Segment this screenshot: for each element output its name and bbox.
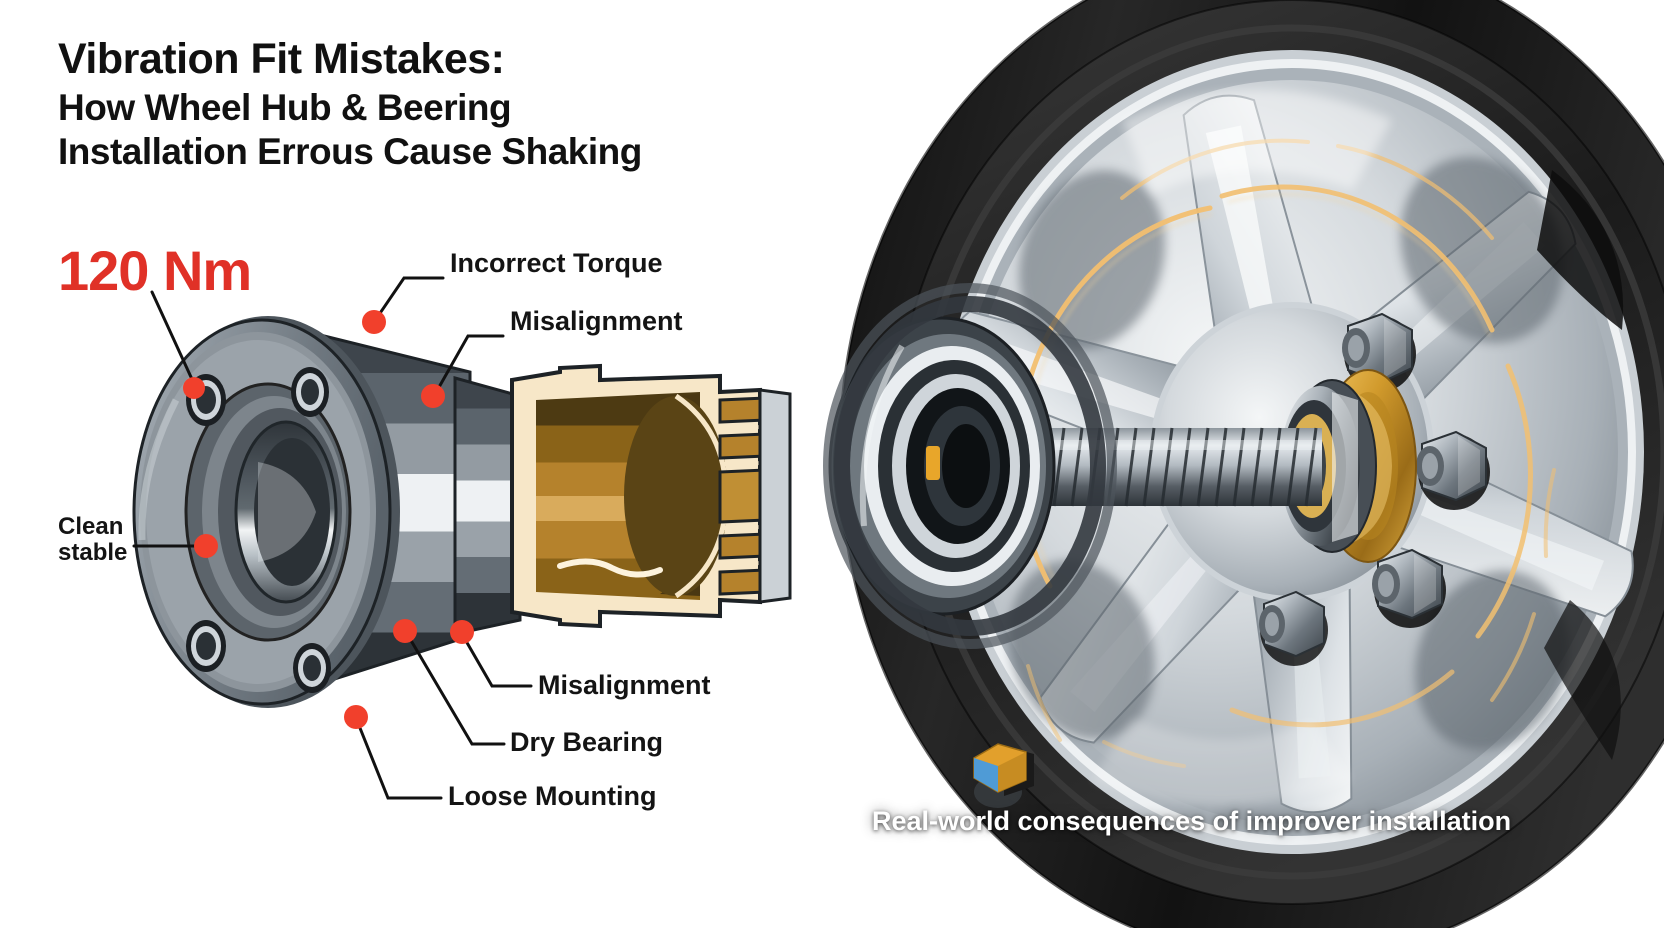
torque-value: 120 Nm <box>58 239 252 302</box>
photo-caption: Real-world consequences of improver inst… <box>872 806 1512 836</box>
callout-clean-stable: Clean stable <box>58 513 128 566</box>
marker-misalignment-top <box>421 384 445 408</box>
marker-torque <box>183 377 205 399</box>
marker-incorrect-torque <box>362 310 386 334</box>
threaded-axle-shaft <box>1022 427 1322 507</box>
bearing-outer-collar <box>823 283 1117 649</box>
title-line-3: Installation Errous Cause Shaking <box>58 131 642 172</box>
page-title: Vibration Fit Mistakes: How Wheel Hub & … <box>58 35 758 172</box>
diagram-panel: Vibration Fit Mistakes: How Wheel Hub & … <box>0 0 800 928</box>
defect-markers <box>183 310 474 729</box>
lug-nuts <box>1259 312 1490 666</box>
title-line-1: Vibration Fit Mistakes: <box>58 35 505 83</box>
hub-flange <box>132 316 400 708</box>
callout-loose-mounting: Loose Mounting <box>448 781 657 811</box>
leader-lines <box>132 276 533 800</box>
wheel-assembly-illustration <box>823 0 1664 928</box>
title-line-2: How Wheel Hub & Beering <box>58 87 512 128</box>
marker-dry-bearing <box>393 619 417 643</box>
wheel-photo-panel <box>792 0 1664 928</box>
callout-incorrect-torque: Incorrect Torque <box>450 248 663 278</box>
sleeve-steps <box>718 396 768 596</box>
callout-misalignment-bottom: Misalignment <box>538 670 711 700</box>
marker-clean-stable <box>194 534 218 558</box>
callout-dry-bearing: Dry Bearing <box>510 727 664 757</box>
wheel-bearing-race <box>828 316 1056 616</box>
flange-bolt-holes <box>186 367 331 693</box>
hub-bearing-cutaway-illustration <box>132 276 792 800</box>
marker-loose-mounting <box>344 705 368 729</box>
valve-stem-icon <box>973 743 1034 808</box>
marker-misalignment-bottom <box>450 620 474 644</box>
callout-misalignment-top: Misalignment <box>510 306 683 336</box>
bearing-sleeve <box>453 363 792 636</box>
